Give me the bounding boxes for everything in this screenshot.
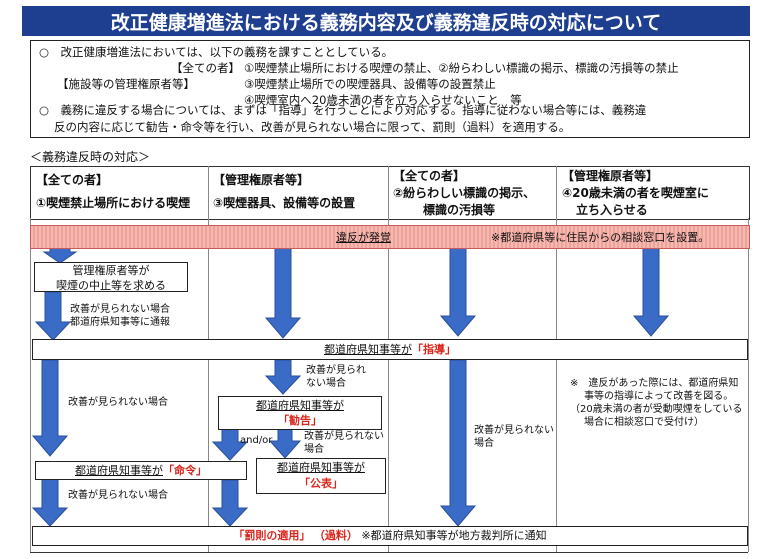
request-stop-line-2: 喫煙の中止等を求める <box>56 279 166 292</box>
column-2-text: ③喫煙器具、設備等の設置 <box>213 196 356 210</box>
side-note-line-3: （20歳未満の者が受動喫煙をしている <box>570 404 743 415</box>
column-header-4: 【管理権原者等】 ④20歳未満の者を喫煙室に 立ち入らせる <box>562 168 709 219</box>
diagram-bottom-edge <box>30 552 748 553</box>
side-note-line-2: 事等の指導によって改善を図る。 <box>584 391 734 402</box>
summary-line-5: ○ 義務に違反する場合については、まずは「指導」を行うことにより対応する。指導に… <box>39 103 647 117</box>
recommend-box: 都道府県知事等が 「勧告」 <box>218 396 382 430</box>
note-report-line-1: 改善が見られない場合 <box>70 304 170 315</box>
summary-line-2-text: ①喫煙禁止場所における喫煙の禁止、②紛らわしい標識の掲示、標識の汚損等の禁止 <box>244 61 679 75</box>
arrow-down-icon <box>439 246 477 337</box>
column-header-2: 【管理権原者等】 ③喫煙器具、設備等の設置 <box>213 172 355 212</box>
column-1-label: 【全ての者】 <box>36 173 109 187</box>
summary-line-2-label: 【全ての者】 <box>171 61 240 75</box>
penalty-box: 「罰則の適用」 （過料） ※都道府県知事等が地方裁判所に通知 <box>32 526 748 546</box>
note-report-line-2: 都道府県知事等に通報 <box>70 317 170 328</box>
arrow-down-icon <box>211 479 249 527</box>
column-3-text2: 標識の汚損等 <box>423 203 496 217</box>
note-col1b: 改善が見られない場合 <box>68 490 168 501</box>
summary-line-3-label: 【施設等の管理権原者等】 <box>57 77 195 91</box>
column-4-label: 【管理権原者等】 <box>562 169 659 183</box>
request-stop-box: 管理権原者等が 喫煙の中止等を求める <box>34 262 188 292</box>
order-box: 都道府県知事等が「命令」 <box>35 461 247 480</box>
publish-prefix: 都道府県知事等が <box>277 461 365 474</box>
guidance-box: 都道府県知事等が「指導」 <box>32 339 748 360</box>
note-col2-line-2: ない場合 <box>306 378 346 389</box>
recommend-prefix: 都道府県知事等が <box>256 399 344 412</box>
note-col3: 改善が見られない 場合 <box>474 424 554 450</box>
recommend-red: 「勧告」 <box>278 414 322 427</box>
guidance-red: 「指導」 <box>412 343 456 356</box>
violation-label: 違反が発覚 <box>336 231 391 244</box>
note-col2b-line-2: 場合 <box>304 444 324 455</box>
order-red: 「命令」 <box>163 464 207 477</box>
column-4-text2: 立ち入らせる <box>576 203 648 217</box>
side-note: ※ 違反があった際には、都道府県知 事等の指導によって改善を図る。 （20歳未満… <box>570 377 742 429</box>
section-title: ＜義務違反時の対応＞ <box>30 150 151 164</box>
column-header-3: 【全ての者】 ②紛らわしい標識の掲示、 標識の汚損等 <box>393 168 535 219</box>
diagram-left-edge <box>30 218 31 552</box>
side-note-line-4: 場合に相談窓口で受付け） <box>584 417 704 428</box>
violation-note: ※都道府県等に住民からの相談窓口を設置。 <box>491 231 710 244</box>
page-title-text: 改正健康増進法における義務内容及び義務違反時の対応について <box>110 11 662 34</box>
side-note-line-1: ※ 違反があった際には、都道府県知 <box>570 378 739 389</box>
column-3-label: 【全ての者】 <box>393 169 466 183</box>
arrow-down-icon <box>632 246 670 337</box>
arrow-down-icon <box>268 428 302 459</box>
violation-band: 違反が発覚 ※都道府県等に住民からの相談窓口を設置。 <box>30 225 750 249</box>
note-col1: 改善が見られない場合 <box>68 397 168 408</box>
andor-label: and/or <box>240 435 273 446</box>
penalty-red-2: （過料） <box>313 529 358 542</box>
summary-line-4-text: ④喫煙室内へ20歳未満の者を立ち入らせないこと 等 <box>244 93 522 107</box>
arrow-down-icon <box>211 428 249 461</box>
summary-box: ○ 改正健康増進法においては、以下の義務を課すこととしている。 【全ての者】 ①… <box>30 40 750 138</box>
arrow-down-icon <box>42 246 78 264</box>
page-title: 改正健康増進法における義務内容及び義務違反時の対応について <box>22 6 750 36</box>
arrow-down-icon <box>264 359 302 395</box>
summary-line-6: 反の内容に応じて勧告・命令等を行い、改善が見られない場合に限って、罰則（過料）を… <box>54 120 571 134</box>
note-col2b-line-1: 改善が見られない <box>304 431 384 442</box>
column-1-text: ①喫煙禁止場所における喫煙 <box>36 196 191 210</box>
note-col3-line-2: 場合 <box>474 438 494 449</box>
column-header-1: 【全ての者】 ①喫煙禁止場所における喫煙 <box>36 172 190 212</box>
note-col3-line-1: 改善が見られない <box>474 425 554 436</box>
diagram-right-edge <box>748 218 749 552</box>
publish-red: 「公表」 <box>299 477 343 490</box>
note-report: 改善が見られない場合 都道府県知事等に通報 <box>70 303 170 329</box>
arrow-down-icon <box>31 477 69 527</box>
column-3-text: ②紛らわしい標識の掲示、 <box>393 186 536 200</box>
publish-box: 都道府県知事等が 「公表」 <box>256 458 386 494</box>
order-prefix: 都道府県知事等が <box>75 464 163 477</box>
guidance-prefix: 都道府県知事等が <box>324 343 412 356</box>
note-col2: 改善が見られ ない場合 <box>306 364 366 390</box>
arrow-down-icon <box>34 291 72 341</box>
arrow-down-icon <box>264 246 302 339</box>
column-4-text: ④20歳未満の者を喫煙室に <box>562 186 709 200</box>
summary-line-1: ○ 改正健康増進法においては、以下の義務を課すこととしている。 <box>39 45 394 59</box>
summary-line-3-text: ③喫煙禁止場所での喫煙器具、設備等の設置禁止 <box>244 77 496 91</box>
arrow-down-icon <box>31 359 69 457</box>
note-col2b: 改善が見られない 場合 <box>304 430 384 456</box>
arrow-down-icon <box>439 359 477 527</box>
column-2-label: 【管理権原者等】 <box>213 173 310 187</box>
penalty-red-1: 「罰則の適用」 <box>233 529 311 542</box>
penalty-suffix: ※都道府県知事等が地方裁判所に通知 <box>361 529 547 542</box>
note-col2-line-1: 改善が見られ <box>306 365 366 376</box>
column-header-row <box>30 166 750 220</box>
request-stop-line-1: 管理権原者等が <box>72 264 150 277</box>
